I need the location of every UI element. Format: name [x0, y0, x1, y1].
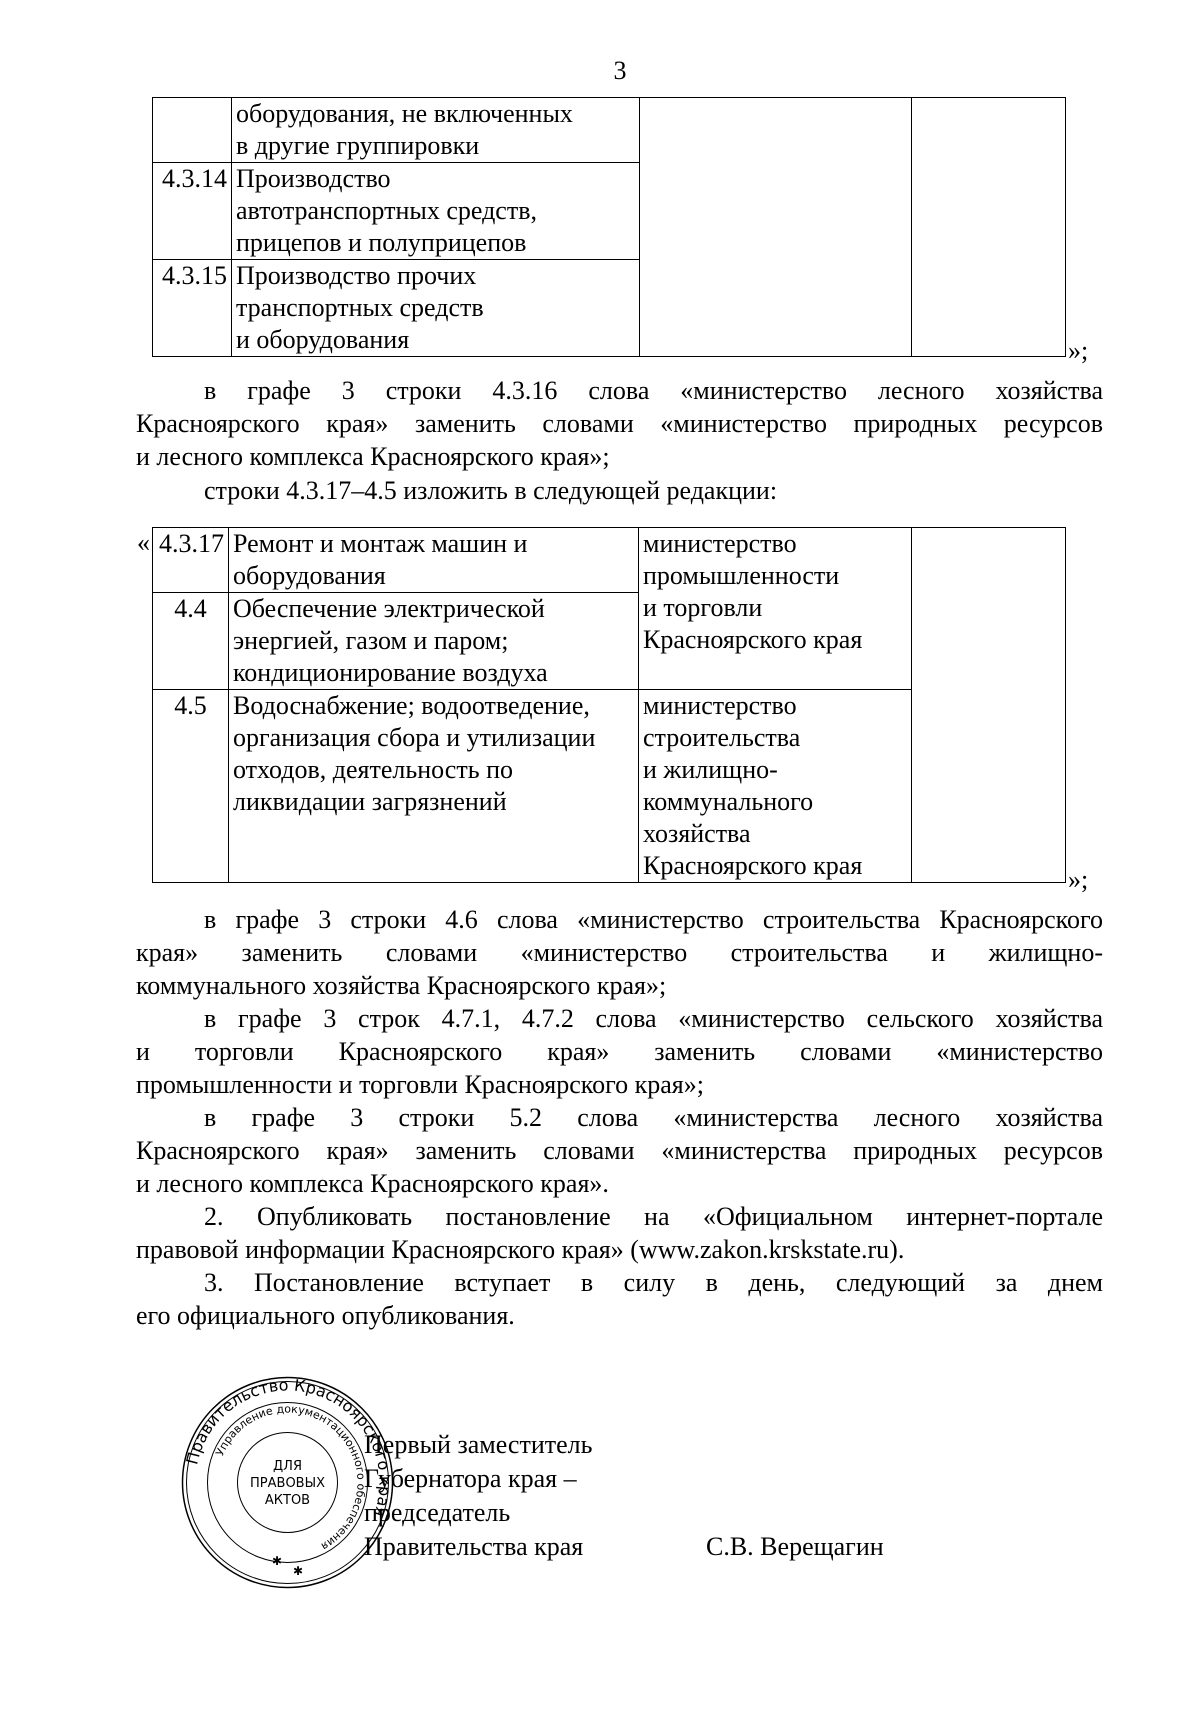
empty-cell — [911, 97, 1066, 357]
paragraph: 3. Постановление вступает в силу в день,… — [136, 1266, 1103, 1332]
text-line: 2. Опубликовать постановление на «Официа… — [204, 1202, 1103, 1231]
paragraph: в графе 3 строки 4.6 слова «министерство… — [136, 903, 1103, 1002]
text-line: Производство — [236, 164, 391, 193]
table-row: 4.3.14 Производство автотранспортных сре… — [152, 162, 1066, 260]
text-line: министерство — [643, 691, 797, 720]
text-line: оборудования — [233, 561, 386, 590]
paragraph: строки 4.3.17–4.5 изложить в следующей р… — [136, 474, 1103, 507]
activity-name: Водоснабжение; водоотведение, организаци… — [228, 689, 639, 883]
text-line: промышленности и торговли Красноярского … — [136, 1070, 704, 1099]
paragraph: в графе 3 строк 4.7.1, 4.7.2 слова «мини… — [136, 1002, 1103, 1101]
text-line: организация сбора и утилизации — [233, 723, 596, 752]
text-line: Ремонт и монтаж машин и — [233, 529, 528, 558]
text-line: 3. Постановление вступает в силу в день,… — [204, 1268, 1103, 1297]
row-number: 4.5 — [152, 689, 229, 883]
official-stamp: Правительство Красноярского края Управле… — [181, 1375, 395, 1589]
activity-name: оборудования, не включенных в другие гру… — [231, 97, 640, 163]
closing-quote: »; — [1068, 865, 1089, 894]
activity-name: Обеспечение электрической энергией, газо… — [228, 592, 639, 690]
row-number: 4.3.14 — [152, 162, 232, 260]
activity-name: Ремонт и монтаж машин и оборудования — [228, 527, 639, 593]
ministry-cell: министерство промышленности и торговли К… — [638, 527, 912, 690]
opening-quote: « — [137, 528, 150, 557]
text-line: Водоснабжение; водоотведение, — [233, 691, 590, 720]
signatory-name: С.В. Верещагин — [706, 1532, 884, 1561]
stamp-center-line: АКТОВ — [265, 1493, 310, 1508]
text-line: и оборудования — [236, 325, 410, 354]
text-line: в другие группировки — [236, 131, 480, 160]
text-line: строительства — [643, 723, 801, 752]
star-icon: ✱ — [293, 1564, 303, 1578]
text-line: в графе 3 строки 5.2 слова «министерства… — [204, 1103, 1103, 1132]
row-number: 4.3.15 — [152, 259, 232, 357]
table-continuation: оборудования, не включенных в другие гру… — [152, 97, 1066, 357]
text-line: автотранспортных средств, — [236, 196, 537, 225]
text-line: Красноярского края — [643, 851, 863, 880]
text-line: Обеспечение электрической — [233, 594, 545, 623]
text-line: министерство — [643, 529, 797, 558]
ministry-cell — [639, 97, 912, 357]
activity-name: Производство прочих транспортных средств… — [231, 259, 640, 357]
table-row: оборудования, не включенных в другие гру… — [152, 97, 1066, 357]
text-line: и лесного комплекса Красноярского края»; — [136, 442, 610, 471]
text-line: в графе 3 строки 4.3.16 слова «министерс… — [204, 376, 1103, 405]
text-line: кондиционирование воздуха — [233, 658, 548, 687]
table-row: 4.3.17 Ремонт и монтаж машин и оборудова… — [152, 527, 1066, 883]
text-line: его официального опубликования. — [136, 1301, 515, 1330]
row-number: 4.3.17 — [152, 527, 229, 593]
row-number: 4.4 — [152, 592, 229, 690]
text-line: Производство прочих — [236, 261, 477, 290]
text-line: и лесного комплекса Красноярского края». — [136, 1169, 609, 1198]
text-line: и жилищно- — [643, 755, 778, 784]
ministry-cell: министерство строительства и жилищно- ко… — [638, 689, 912, 883]
table-row: 4.5 Водоснабжение; водоотведение, органи… — [152, 689, 1066, 883]
text-line: и торговли Красноярского края» заменить … — [136, 1037, 1103, 1066]
star-icon: ✱ — [272, 1554, 282, 1568]
empty-cell — [911, 527, 1066, 883]
text-line: Правительства края — [364, 1532, 584, 1561]
paragraph: в графе 3 строки 4.3.16 слова «министерс… — [136, 374, 1103, 473]
paragraph: в графе 3 строки 5.2 слова «министерства… — [136, 1101, 1103, 1200]
text-line: в графе 3 строки 4.6 слова «министерство… — [204, 905, 1103, 934]
paragraph: 2. Опубликовать постановление на «Официа… — [136, 1200, 1103, 1266]
text-line: прицепов и полуприцепов — [236, 228, 527, 257]
text-line: транспортных средств — [236, 293, 484, 322]
text-line: промышленности — [643, 561, 840, 590]
stamp-center-line: ПРАВОВЫХ — [250, 1476, 325, 1491]
text-line: правовой информации Красноярского края» … — [136, 1235, 905, 1264]
text-line: энергией, газом и паром; — [233, 626, 509, 655]
stamp-center-line: ДЛЯ — [273, 1459, 302, 1474]
text-line: края» заменить словами «министерство стр… — [136, 938, 1103, 967]
activity-name: Производство автотранспортных средств, п… — [231, 162, 640, 260]
table-row: 4.3.15 Производство прочих транспортных … — [152, 259, 1066, 357]
text-line: Первый заместитель — [364, 1430, 593, 1459]
text-line: коммунального хозяйства Красноярского кр… — [136, 971, 667, 1000]
text-line: хозяйства — [643, 819, 751, 848]
text-line: Красноярского края» заменить словами «ми… — [136, 409, 1103, 438]
closing-quote: »; — [1068, 336, 1089, 365]
page-number: 3 — [613, 56, 627, 85]
row-number — [152, 97, 232, 163]
text-line: ликвидации загрязнений — [233, 787, 507, 816]
text-line: Красноярского края» заменить словами «ми… — [136, 1136, 1103, 1165]
text-line: и торговли — [643, 593, 763, 622]
text-line: председатель — [364, 1498, 511, 1527]
signature-title: Первый заместитель Губернатора края – пр… — [364, 1428, 592, 1564]
table-row: 4.4 Обеспечение электрической энергией, … — [152, 592, 1066, 690]
text-line: оборудования, не включенных — [236, 99, 573, 128]
text-line: Красноярского края — [643, 625, 863, 654]
text-line: Губернатора края – — [364, 1464, 577, 1493]
text-line: в графе 3 строк 4.7.1, 4.7.2 слова «мини… — [204, 1004, 1103, 1033]
text-line: строки 4.3.17–4.5 изложить в следующей р… — [204, 476, 778, 505]
table-new-rows: 4.3.17 Ремонт и монтаж машин и оборудова… — [152, 527, 1066, 883]
text-line: отходов, деятельность по — [233, 755, 513, 784]
text-line: коммунального — [643, 787, 814, 816]
